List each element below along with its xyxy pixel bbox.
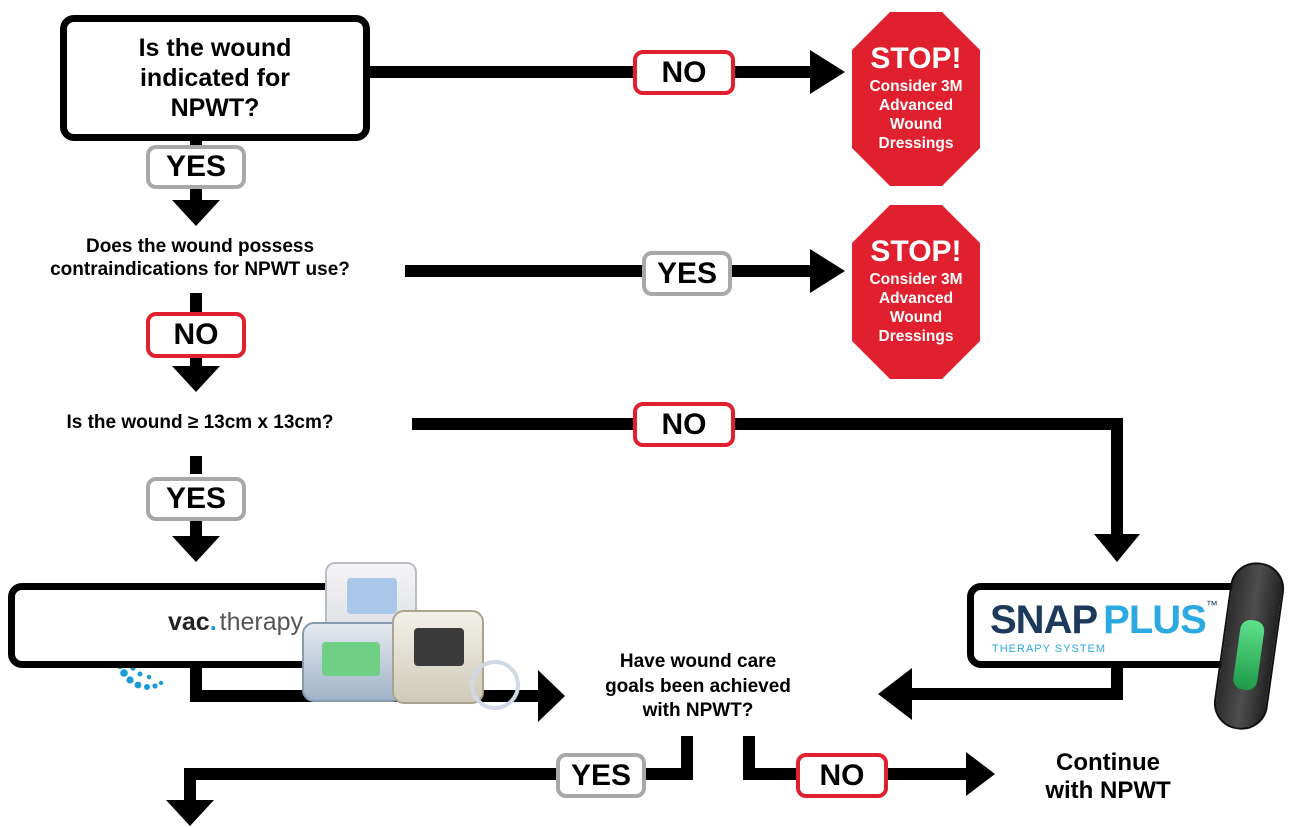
connector-q1-no <box>365 66 825 78</box>
arrowhead-q4-no <box>966 752 995 796</box>
stop-sign-2-line4: Dressings <box>878 327 954 345</box>
snap-trademark: ™ <box>1205 598 1218 612</box>
stop-sign-2-title: STOP! <box>870 235 962 269</box>
connector-q4-yes-down <box>184 768 196 804</box>
stop-sign-1-line3: Wound <box>889 116 943 133</box>
vac-device-freedom-screen <box>322 642 380 676</box>
snap-plus-box <box>967 583 1267 668</box>
vac-brand-mark: . <box>209 608 217 636</box>
arrowhead-snap-q4 <box>878 668 912 720</box>
connector-q3-no-down <box>1111 418 1123 538</box>
connector-q3-yes-top <box>190 456 202 474</box>
arrowhead-q2-no <box>172 366 220 392</box>
vac-device-freedom <box>302 622 404 702</box>
answer-q4-yes: YES <box>556 753 646 798</box>
connector-snap-left <box>905 688 1123 700</box>
answer-q3-no: NO <box>633 402 735 447</box>
arrowhead-q4-yes <box>166 800 214 826</box>
vac-tubing <box>470 660 520 710</box>
connector-q3-yes-bottom <box>190 518 202 538</box>
question-box-q1: Is the wound indicated for NPWT? <box>60 15 370 141</box>
answer-q2-no: NO <box>146 312 246 358</box>
question-q2-text: Does the wound possess contraindications… <box>50 236 350 280</box>
snap-plus-subtitle: THERAPY SYSTEM <box>992 643 1107 655</box>
arrowhead-q3-yes <box>172 536 220 562</box>
stop-sign-1-line1: Consider 3M <box>869 78 963 96</box>
vac-suffix-text: therapy <box>219 608 304 636</box>
answer-q2-yes: YES <box>642 251 732 296</box>
stop-sign-1-text: STOP! Consider 3M Advanced Wound Dressin… <box>852 12 980 186</box>
connector-q4-no-left <box>743 768 800 780</box>
stop-sign-2-text: STOP! Consider 3M Advanced Wound Dressin… <box>852 205 980 379</box>
connector-q4-yes-right <box>633 768 693 780</box>
answer-q3-yes: YES <box>146 477 246 521</box>
vac-therapy-logo: vac.therapy <box>168 608 303 637</box>
arrowhead-q2-yes <box>810 249 845 293</box>
continue-line1: Continue <box>1056 749 1160 776</box>
vac-device-simplicity-screen <box>414 628 464 666</box>
arrowhead-vac-q4 <box>538 670 565 722</box>
vac-device-simplicity <box>392 610 484 704</box>
arrowhead-q1-yes <box>172 200 220 226</box>
connector-q1-yes-bottom <box>190 186 202 204</box>
connector-q2-no-top <box>190 293 202 315</box>
stop-sign-2-line2: Advanced <box>878 290 954 308</box>
vac-brand-text: vac <box>168 608 210 636</box>
stop-sign-2 <box>852 205 980 379</box>
stop-sign-1-line2: Advanced <box>878 97 954 115</box>
snap-word: SNAP <box>990 598 1098 642</box>
connector-q3-no <box>412 418 1123 430</box>
continue-line2: with NPWT <box>1045 776 1171 804</box>
plus-word: PLUS <box>1103 598 1207 642</box>
answer-q4-no: NO <box>796 753 888 798</box>
answer-q1-no: NO <box>633 50 735 95</box>
arrowhead-q1-no <box>810 50 845 94</box>
stop-sign-2-line1: Consider 3M <box>869 271 963 289</box>
stop-sign-1 <box>852 12 980 186</box>
question-q3-text: Is the wound ≥ 13cm x 13cm? <box>66 412 334 433</box>
connector-q4-no-right <box>884 768 974 780</box>
continue-npwt-text: Continue with NPWT <box>1008 749 1208 804</box>
stop-sign-2-line3: Wound <box>889 309 943 326</box>
question-q1-text: Is the wound indicated for NPWT? <box>138 34 292 122</box>
snap-device-window <box>1231 618 1266 692</box>
stop-sign-1-title: STOP! <box>870 42 962 76</box>
answer-q1-yes: YES <box>146 145 246 189</box>
stop-sign-1-line4: Dressings <box>878 134 954 152</box>
arrowhead-q3-no <box>1094 534 1140 562</box>
question-q4-text: Have wound care goals been achieved with… <box>605 651 791 722</box>
connector-q4-yes-left <box>196 768 566 780</box>
vac-device-ultra-screen <box>347 578 397 614</box>
connector-q2-yes <box>405 265 825 277</box>
